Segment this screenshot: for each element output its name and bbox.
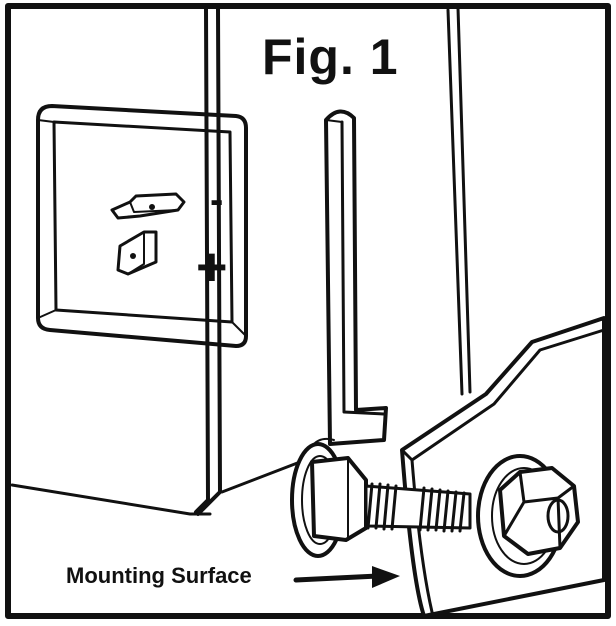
positive-terminal xyxy=(116,230,158,276)
positive-symbol: + xyxy=(196,237,228,297)
terminal-recess-panel xyxy=(36,104,248,348)
negative-symbol: - xyxy=(210,178,224,222)
negative-terminal xyxy=(110,192,186,220)
callout-arrow xyxy=(293,566,400,588)
bolt-thread xyxy=(364,482,472,533)
mounting-surface-label: Mounting Surface xyxy=(66,563,252,588)
slotted-bracket xyxy=(324,109,388,446)
hex-nut xyxy=(498,466,580,556)
figure-frame xyxy=(5,3,611,619)
bolt-head xyxy=(290,437,368,558)
figure-title: Fig. 1 xyxy=(262,29,399,85)
unit-housing xyxy=(10,6,472,516)
